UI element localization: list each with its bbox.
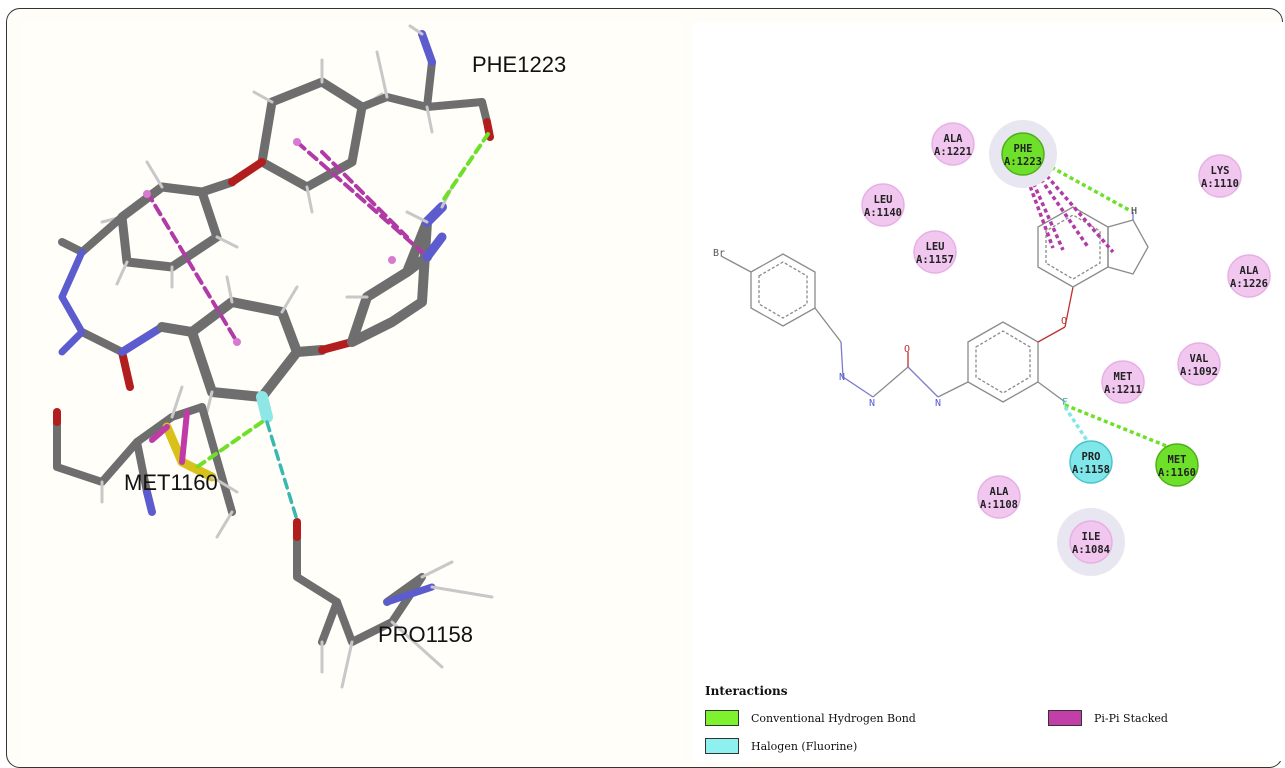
legend-label-halogen: Halogen (Fluorine) [751, 739, 858, 753]
legend-swatch-hbond [705, 710, 739, 726]
residue-name-val1092: VAL [1190, 353, 1209, 365]
atom-label-n3: N [935, 398, 941, 409]
residue-name-ile1084: ILE [1082, 531, 1101, 543]
residue-num-leu1140: A:1140 [864, 207, 902, 219]
residue-label-met1160: MET1160 [124, 470, 218, 495]
residue-num-ala1108: A:1108 [980, 499, 1018, 511]
legend-item-pi-stacked: Pi-Pi Stacked [1048, 710, 1168, 726]
residue-num-ala1221: A:1221 [934, 146, 972, 158]
atom-label-n1: N [839, 372, 845, 383]
legend-item-hbond: Conventional Hydrogen Bond [705, 710, 916, 726]
residue-circle-met1160 [1155, 443, 1199, 487]
residue-num-pro1158: A:1158 [1072, 464, 1110, 476]
residue-circle-ile1084 [1069, 520, 1113, 564]
panel-3d-view: PHE1223 MET1160 PRO1158 [22, 22, 682, 761]
legend-label-hbond: Conventional Hydrogen Bond [751, 711, 916, 725]
residue-num-phe1223: A:1223 [1004, 156, 1042, 168]
atom-label-br: Br [713, 248, 725, 259]
legend-item-halogen: Halogen (Fluorine) [705, 738, 857, 754]
residue-name-leu1157: LEU [926, 241, 945, 253]
residue-label-phe1223: PHE1223 [472, 52, 566, 77]
atom-label-f: F [1062, 397, 1068, 408]
residue-num-met1160: A:1160 [1158, 467, 1196, 479]
residue-num-ala1226: A:1226 [1230, 278, 1268, 290]
ring-top [257, 77, 367, 192]
residue-num-ile1084: A:1084 [1072, 544, 1110, 556]
residue-name-leu1140: LEU [874, 194, 893, 206]
residue-circle-ala1221 [931, 122, 975, 166]
residue-num-leu1157: A:1157 [916, 254, 954, 266]
residue-circle-leu1157 [913, 230, 957, 274]
residue-name-met1160: MET [1168, 454, 1187, 466]
residue-name-ala1221: ALA [944, 133, 964, 145]
atom-label-h: H [1131, 206, 1137, 217]
residue-circle-ala1226 [1227, 254, 1271, 298]
atom-label-o1: O [904, 344, 910, 355]
residue-name-phe1223: PHE [1014, 143, 1033, 155]
residue-label-pro1158: PRO1158 [378, 622, 473, 647]
atom-label-n2: N [869, 398, 875, 409]
residue-name-ala1226: ALA [1240, 265, 1260, 277]
residue-circle-val1092 [1177, 342, 1221, 386]
legend-swatch-pi-stacked [1048, 710, 1082, 726]
stick-model: PHE1223 MET1160 PRO1158 [53, 24, 566, 689]
residue-name-met1211: MET [1114, 371, 1133, 383]
residue-num-val1092: A:1092 [1180, 366, 1218, 378]
residue-name-lys1110: LYS [1211, 165, 1230, 177]
residue-name-pro1158: PRO [1082, 451, 1101, 463]
residue-circle-met1211 [1101, 360, 1145, 404]
legend-label-pi-stacked: Pi-Pi Stacked [1094, 711, 1168, 725]
residue-circle-ala1108 [977, 475, 1021, 519]
legend-swatch-halogen [705, 738, 739, 754]
residue-name-ala1108: ALA [990, 486, 1010, 498]
residue-circle-leu1140 [861, 183, 905, 227]
legend-title: Interactions [705, 684, 788, 698]
residue-circle-phe1223 [1001, 132, 1045, 176]
residue-circle-lys1110 [1198, 154, 1242, 198]
residue-num-met1211: A:1211 [1104, 384, 1142, 396]
atom-label-o2: O [1061, 316, 1067, 327]
residue-num-lys1110: A:1110 [1201, 178, 1239, 190]
residue-circle-pro1158 [1069, 440, 1113, 484]
